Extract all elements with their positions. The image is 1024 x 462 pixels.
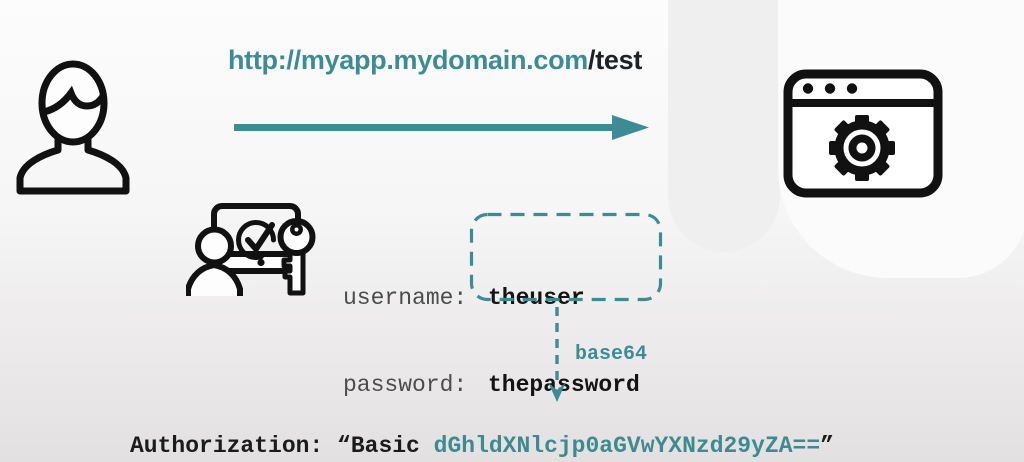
arrow-down-dashed-icon: [548, 307, 566, 402]
base64-label: base64: [575, 343, 648, 366]
password-label: password:: [343, 372, 468, 398]
request-url: http://myapp.mydomain.com/test: [185, 45, 685, 76]
gear-icon: [829, 115, 895, 181]
authorization-suffix: ”: [820, 433, 834, 459]
credential-labels: username: password:: [343, 226, 467, 458]
request-url-host: http://myapp.mydomain.com: [227, 45, 588, 75]
browser-window-gear-icon: [783, 69, 943, 198]
authorization-encoded-value: dGhldXNlcjp0aGVwYXNzd29yZA==: [433, 433, 821, 459]
authorization-header: Authorization: “Basic dGhldXNlcjp0aGVwYX…: [130, 433, 834, 459]
arrow-right-icon: [234, 115, 649, 140]
authorization-prefix: Authorization: “Basic: [130, 433, 434, 459]
request-url-path: /test: [588, 45, 643, 75]
background-shape-band: [668, 0, 780, 252]
dashed-highlight-box: [469, 212, 663, 302]
user-icon: [16, 60, 130, 195]
monitor-check-key-icon: [186, 203, 316, 296]
username-label: username:: [343, 285, 468, 311]
